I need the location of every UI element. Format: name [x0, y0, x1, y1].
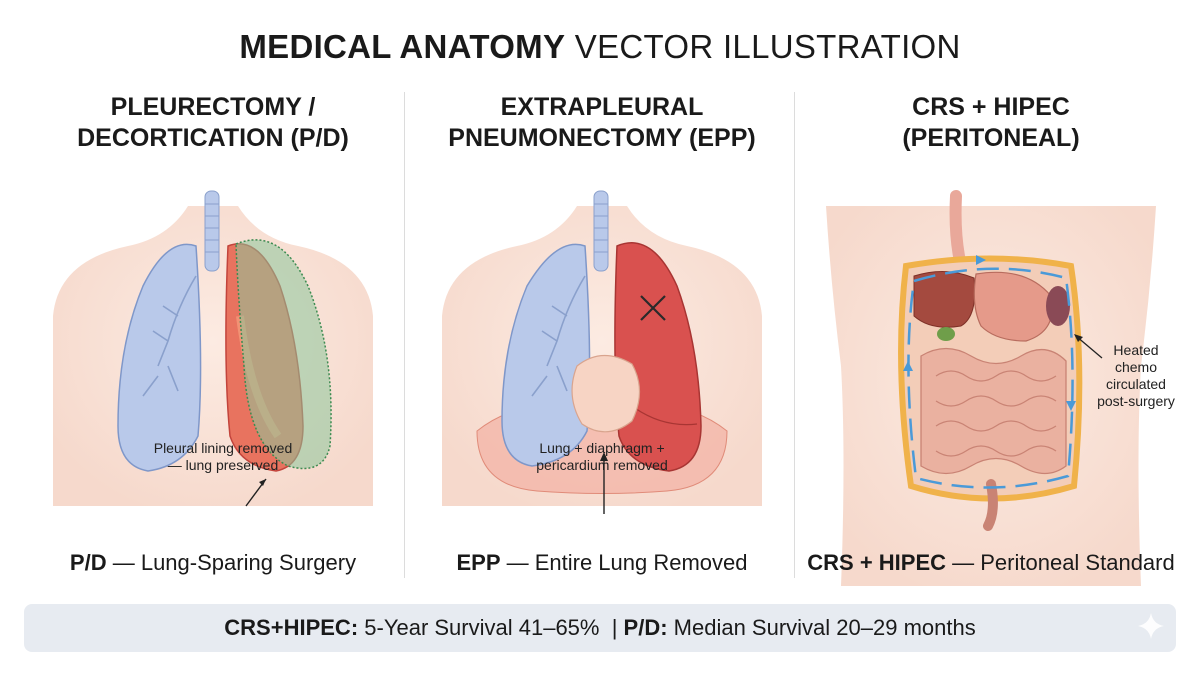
stat-crs-value: 5-Year Survival 41–65%	[358, 615, 600, 640]
pericardium	[571, 354, 641, 433]
gallbladder	[937, 327, 955, 341]
sparkle-icon	[1138, 613, 1164, 639]
callout-line: Pleural lining removed	[153, 440, 293, 456]
trachea	[593, 190, 609, 272]
x-mark-icon	[640, 295, 666, 321]
heading-line: PNEUMONECTOMY (EPP)	[448, 124, 756, 152]
intestine-folds	[935, 370, 1057, 457]
stat-separator: |	[599, 615, 624, 640]
bronchi-left	[142, 275, 197, 397]
pd-thorax-illustration	[53, 190, 373, 507]
panel-heading: PLEURECTOMY / DECORTICATION (P/D)	[18, 92, 408, 154]
divider-right	[794, 92, 795, 578]
caption-bold: CRS + HIPEC	[807, 550, 947, 575]
title-bold: MEDICAL ANATOMY	[239, 28, 566, 65]
abdomen-illustration	[826, 190, 1156, 586]
panel-pleurectomy: PLEURECTOMY / DECORTICATION (P/D)	[18, 88, 408, 588]
caption-bold: P/D	[69, 550, 107, 575]
callout-line: pericardium removed	[536, 457, 668, 473]
stomach	[973, 271, 1053, 342]
arrow-head-icon	[1074, 334, 1083, 342]
callout-line: Lung + diaphragm +	[539, 440, 665, 456]
title-light: VECTOR ILLUSTRATION	[574, 28, 961, 65]
bronchi-left	[531, 275, 586, 397]
stat-pd-value: Median Survival 20–29 months	[667, 615, 976, 640]
panel-heading: CRS + HIPEC (PERITONEAL)	[796, 92, 1186, 154]
panel-caption: EPP — Entire Lung Removed	[407, 550, 797, 576]
flow-arrow-head	[903, 361, 913, 371]
epp-callout: Lung + diaphragm + pericardium removed	[502, 440, 702, 474]
liver	[913, 271, 976, 328]
hipec-callout: Heated chemo circulated post-surgery	[1086, 342, 1186, 410]
panel-heading: EXTRAPLEURAL PNEUMONECTOMY (EPP)	[407, 92, 797, 154]
trachea	[204, 190, 220, 272]
callout-line: circulated	[1106, 376, 1166, 392]
callout-arrow	[1075, 335, 1103, 359]
callout-line: chemo	[1114, 359, 1158, 375]
heading-line: EXTRAPLEURAL	[500, 93, 704, 121]
divider-left	[404, 92, 405, 578]
survival-stat-bar: CRS+HIPEC: 5-Year Survival 41–65% | P/D:…	[24, 604, 1176, 652]
arrow-head-icon	[600, 452, 608, 461]
caption-rest: — Peritoneal Standard	[946, 550, 1175, 575]
pleura-peel	[235, 239, 332, 470]
heading-line: CRS + HIPEC	[912, 93, 1070, 121]
heading-line: (PERITONEAL)	[902, 124, 1080, 152]
trachea-rings	[205, 203, 219, 253]
arrow-head-icon	[259, 479, 266, 486]
spleen	[1046, 286, 1070, 326]
caption-bold: EPP	[456, 550, 501, 575]
callout-line: — lung preserved	[167, 457, 279, 473]
flow-arrow-icon	[907, 267, 1074, 489]
lung-left	[117, 243, 202, 472]
callout-line: Heated	[1113, 342, 1159, 358]
stat-crs-label: CRS+HIPEC:	[224, 615, 359, 640]
panel-caption: P/D — Lung-Sparing Surgery	[18, 550, 408, 576]
caption-rest: — Lung-Sparing Surgery	[106, 550, 357, 575]
page-title: MEDICAL ANATOMY VECTOR ILLUSTRATION	[0, 28, 1200, 66]
rectum	[983, 479, 998, 531]
flow-arrow-head	[976, 255, 986, 265]
pd-callout: Pleural lining removed — lung preserved	[128, 440, 318, 474]
panel-crs-hipec: CRS + HIPEC (PERITONEAL)	[796, 88, 1186, 588]
caption-rest: — Entire Lung Removed	[500, 550, 748, 575]
heading-line: DECORTICATION (P/D)	[77, 124, 349, 152]
heading-line: PLEURECTOMY /	[110, 93, 316, 121]
callout-line: post-surgery	[1097, 393, 1175, 409]
epp-thorax-illustration	[442, 190, 762, 514]
trachea-rings	[594, 203, 608, 253]
small-intestine	[920, 347, 1067, 475]
lung-fissure	[631, 405, 698, 426]
esophagus	[949, 190, 967, 272]
panel-caption: CRS + HIPEC — Peritoneal Standard	[796, 550, 1186, 576]
stat-pd-label: P/D:	[623, 615, 668, 640]
flow-arrow-head	[1066, 401, 1076, 411]
panel-extrapleural: EXTRAPLEURAL PNEUMONECTOMY (EPP) Lung +	[407, 88, 797, 588]
